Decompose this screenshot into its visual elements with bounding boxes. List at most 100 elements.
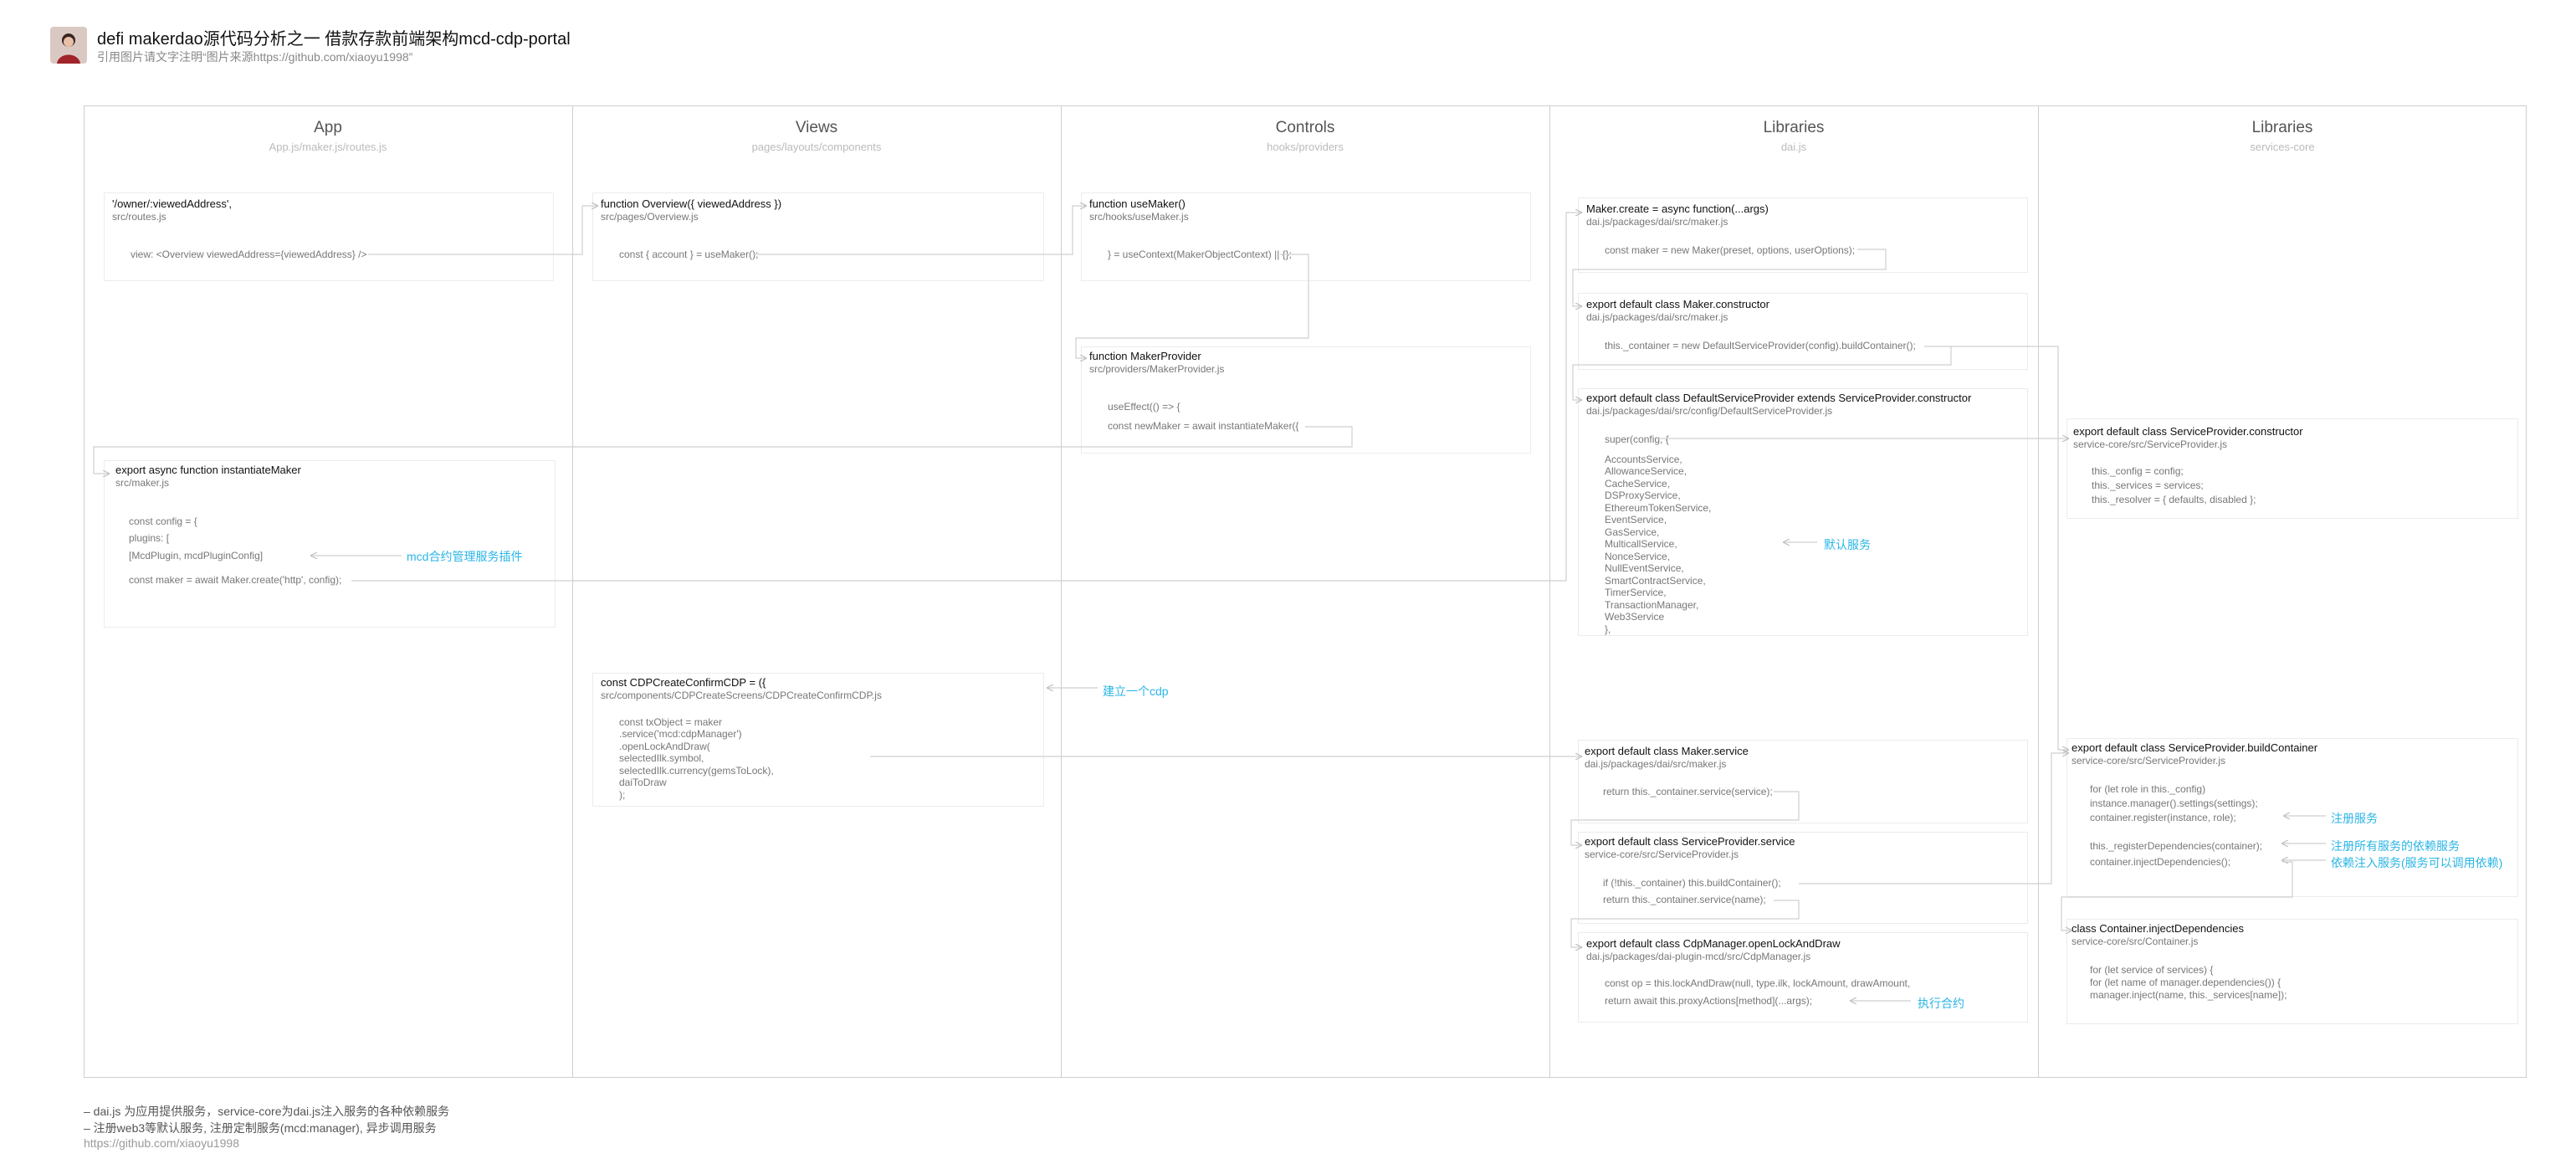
note-execute-contract: 执行合约 — [1918, 997, 1964, 1010]
column-divider — [572, 105, 573, 1078]
code-line: const txObject = maker — [619, 716, 723, 728]
column-divider — [1061, 105, 1062, 1078]
column-subtitle: App.js/maker.js/routes.js — [269, 141, 387, 153]
box-title: Maker.create = async function(...args) — [1586, 203, 1769, 215]
box-path: service-core/src/Container.js — [2072, 936, 2199, 947]
code-line: useEffect(() => { — [1108, 401, 1180, 413]
cdp-manager-box — [1578, 932, 2028, 1023]
service-provider-service-box — [1578, 832, 2028, 924]
code-line: container.injectDependencies(); — [2090, 856, 2231, 868]
column-header-controls: Controls hooks/providers — [1061, 119, 1549, 153]
code-line: for (let service of services) { — [2090, 964, 2214, 976]
code-line: EventService, — [1605, 514, 1667, 526]
box-path: service-core/src/ServiceProvider.js — [2072, 755, 2226, 767]
code-line: super(config, { — [1605, 433, 1669, 445]
code-line: for (let role in this._config) — [2090, 783, 2206, 795]
footer-line-2: – 注册web3等默认服务, 注册定制服务(mcd:manager), 异步调用… — [84, 1121, 437, 1135]
diagram-board — [84, 105, 2527, 1078]
code-line: SmartContractService, — [1605, 575, 1706, 587]
box-path: dai.js/packages/dai/src/maker.js — [1586, 216, 1728, 228]
code-line: TimerService, — [1605, 587, 1667, 598]
note-create-cdp: 建立一个cdp — [1103, 684, 1169, 698]
code-line: this._container = new DefaultServiceProv… — [1605, 340, 1916, 351]
code-line: NonceService, — [1605, 551, 1671, 562]
box-path: src/providers/MakerProvider.js — [1089, 363, 1225, 375]
column-header-services-core: Libraries services-core — [2038, 119, 2527, 153]
code-line: return this._container.service(service); — [1603, 786, 1773, 797]
column-subtitle: hooks/providers — [1267, 141, 1344, 153]
box-path: src/hooks/useMaker.js — [1089, 211, 1189, 223]
note-default-services: 默认服务 — [1824, 538, 1871, 551]
box-path: dai.js/packages/dai/src/maker.js — [1586, 311, 1728, 323]
column-divider — [2038, 105, 2039, 1078]
maker-constructor-box — [1578, 293, 2028, 370]
code-line: view: <Overview viewedAddress={viewedAdd… — [131, 249, 367, 260]
default-service-provider-box — [1578, 388, 2028, 636]
code-line: const newMaker = await instantiateMaker(… — [1108, 420, 1299, 432]
code-line: const maker = new Maker(preset, options,… — [1605, 244, 1856, 256]
box-title: export default class ServiceProvider.con… — [2073, 425, 2303, 438]
box-path: src/components/CDPCreateScreens/CDPCreat… — [601, 690, 882, 701]
box-path: src/pages/Overview.js — [601, 211, 699, 223]
overview-box — [592, 192, 1044, 281]
inject-dependencies-box — [2066, 919, 2518, 1024]
column-subtitle: dai.js — [1780, 141, 1807, 153]
box-title: export async function instantiateMaker — [115, 464, 301, 476]
code-line: for (let name of manager.dependencies())… — [2090, 977, 2282, 988]
use-maker-box — [1081, 192, 1531, 281]
code-line: selectedIlk.symbol, — [619, 752, 704, 764]
note-register-deps: 注册所有服务的依赖服务 — [2331, 839, 2460, 853]
box-title: export default class Maker.constructor — [1586, 298, 1769, 310]
code-line: } = useContext(MakerObjectContext) || {}… — [1108, 249, 1293, 260]
code-line: .service('mcd:cdpManager') — [619, 728, 742, 740]
code-line: selectedIlk.currency(gemsToLock), — [619, 765, 774, 777]
box-title: export default class ServiceProvider.ser… — [1585, 835, 1795, 848]
code-line: }, — [1605, 623, 1611, 635]
box-title: export default class Maker.service — [1585, 745, 1749, 757]
maker-provider-box — [1081, 346, 1531, 454]
page-subtitle: 引用图片请文字注明“图片来源https://github.com/xiaoyu1… — [97, 50, 413, 64]
code-line: GasService, — [1605, 526, 1660, 538]
box-path: dai.js/packages/dai/src/maker.js — [1585, 758, 1727, 770]
column-title: Libraries — [1763, 119, 1825, 136]
column-divider — [1549, 105, 1550, 1078]
code-line: container.register(instance, role); — [2090, 812, 2236, 823]
box-path: service-core/src/ServiceProvider.js — [2073, 438, 2228, 450]
code-line: this._services = services; — [2092, 479, 2204, 491]
box-title: function MakerProvider — [1089, 350, 1201, 362]
code-line: if (!this._container) this.buildContaine… — [1603, 877, 1781, 889]
code-line: AllowanceService, — [1605, 465, 1687, 477]
box-title: function Overview({ viewedAddress }) — [601, 197, 782, 210]
code-line: return this._container.service(name); — [1603, 894, 1766, 905]
box-path: src/routes.js — [112, 211, 166, 223]
box-title: const CDPCreateConfirmCDP = ({ — [601, 676, 766, 689]
code-line: TransactionManager, — [1605, 599, 1699, 611]
cdp-create-confirm-box — [592, 673, 1044, 807]
page-title: defi makerdao源代码分析之一 借款存款前端架构mcd-cdp-por… — [97, 30, 571, 49]
column-subtitle: services-core — [2250, 141, 2315, 153]
box-path: src/maker.js — [115, 477, 170, 489]
box-title: function useMaker() — [1089, 197, 1186, 210]
footer-link[interactable]: https://github.com/xiaoyu1998 — [84, 1136, 240, 1150]
column-title: Libraries — [2251, 119, 2313, 136]
code-line: CacheService, — [1605, 478, 1671, 490]
code-line: [McdPlugin, mcdPluginConfig] — [129, 550, 264, 561]
code-line: return await this.proxyActions[method](.… — [1605, 995, 1813, 1007]
code-line: const config = { — [129, 515, 197, 527]
avatar — [50, 27, 87, 64]
code-line: ); — [619, 789, 626, 801]
code-line: instance.manager().settings(settings); — [2090, 797, 2258, 809]
column-header-dai-js: Libraries dai.js — [1549, 119, 2038, 153]
column-subtitle: pages/layouts/components — [751, 141, 882, 153]
column-header-app: App App.js/maker.js/routes.js — [84, 119, 572, 153]
box-path: service-core/src/ServiceProvider.js — [1585, 849, 1739, 860]
column-title: App — [314, 119, 342, 136]
code-line: this._resolver = { defaults, disabled }; — [2092, 494, 2256, 505]
box-title: export default class ServiceProvider.bui… — [2072, 741, 2318, 754]
footer-line-1: – dai.js 为应用提供服务，service-core为dai.js注入服务… — [84, 1105, 450, 1118]
service-provider-constructor-box — [2066, 418, 2518, 519]
code-line: MulticallService, — [1605, 538, 1677, 550]
routes-box — [104, 192, 554, 281]
maker-service-box — [1578, 740, 2028, 823]
